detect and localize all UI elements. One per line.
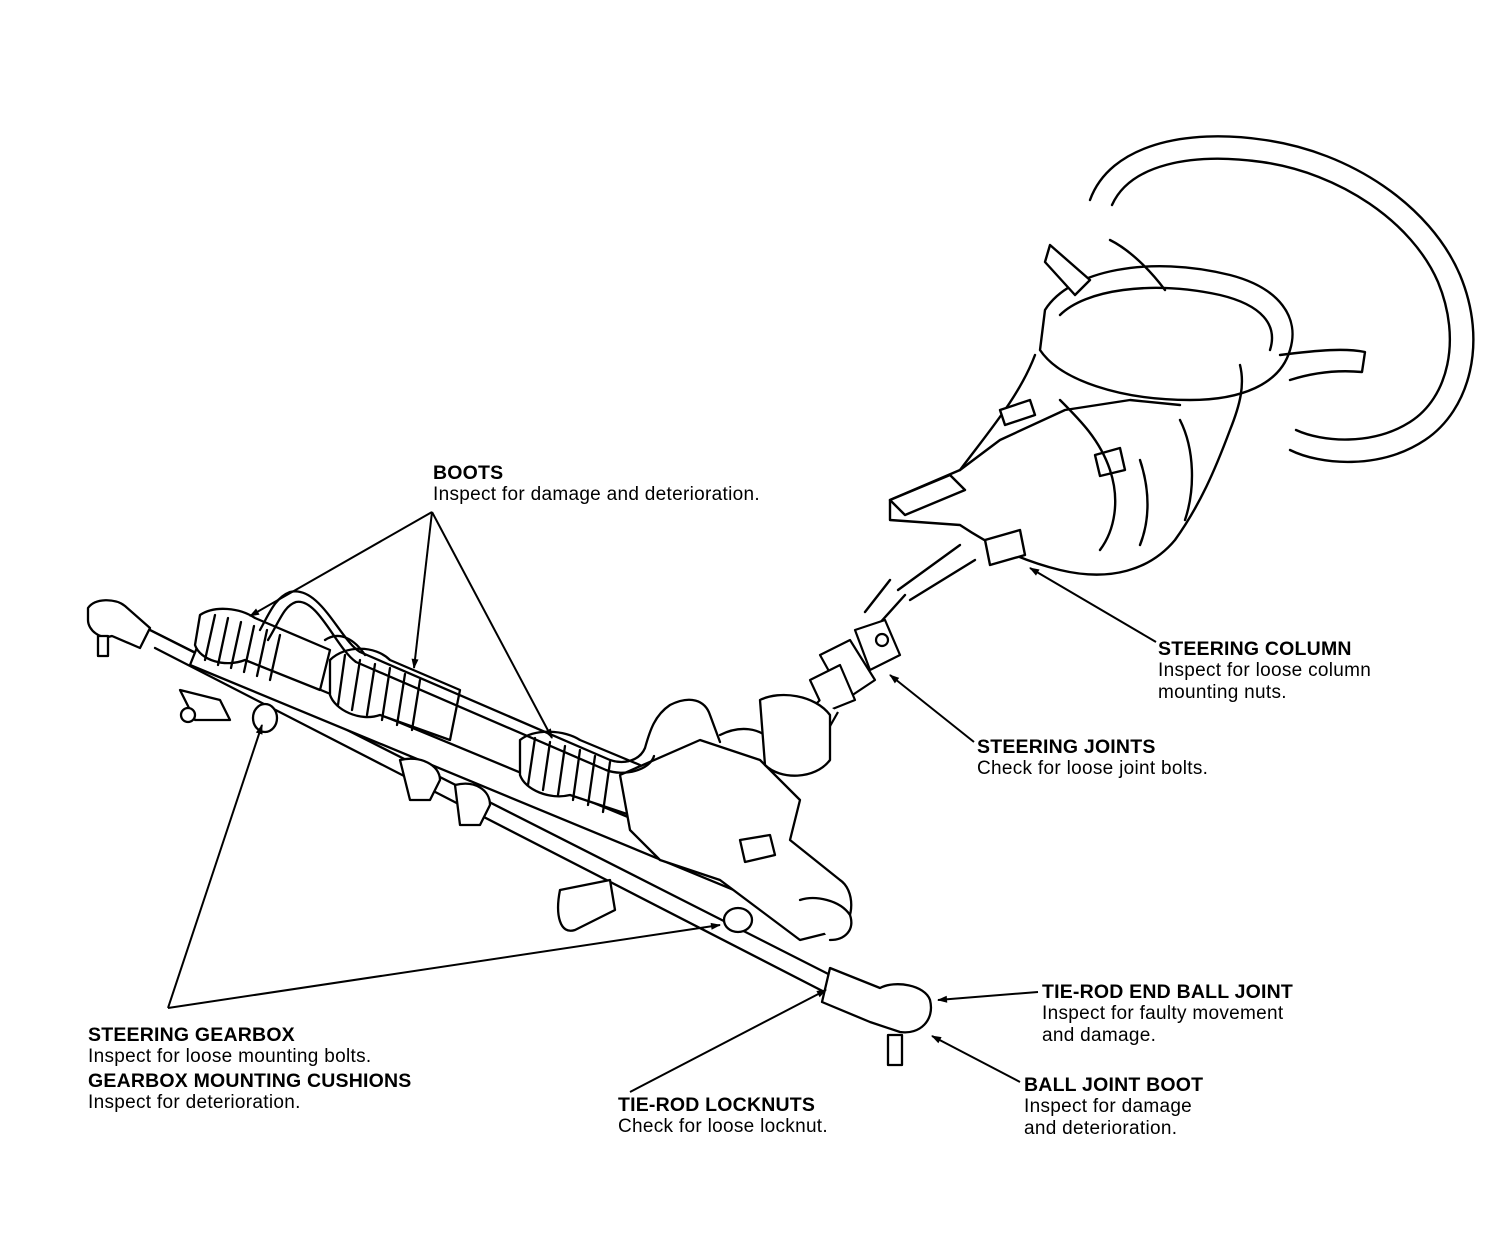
ball-joint-boot-callout: BALL JOINT BOOT Inspect for damage and d… (1024, 1074, 1203, 1140)
ball-joint-boot-desc-1: Inspect for damage (1024, 1096, 1193, 1117)
tie-rod-end-ball-joint-desc-1: Inspect for faulty movement (1042, 1003, 1284, 1024)
tie-rod-end-ball-joint-title: TIE-ROD END BALL JOINT (1042, 981, 1294, 1003)
gearbox-mounting-cushions-desc: Inspect for deterioration. (88, 1092, 301, 1113)
steering-joints-title: STEERING JOINTS (977, 736, 1156, 758)
ball-joint-boot-desc-2: and deterioration. (1024, 1118, 1178, 1139)
steering-gearbox-callout: STEERING GEARBOX Inspect for loose mount… (88, 1024, 371, 1068)
steering-wheel-drawing (863, 135, 1475, 627)
steering-rack-drawing (86, 590, 933, 1067)
gearbox-mounting-cushions-title: GEARBOX MOUNTING CUSHIONS (88, 1070, 412, 1092)
steering-column-desc-1: Inspect for loose column (1158, 660, 1372, 681)
leader-lines (167, 511, 1157, 1093)
boots-title: BOOTS (433, 462, 504, 484)
tie-rod-locknuts-title: TIE-ROD LOCKNUTS (618, 1094, 816, 1116)
steering-gearbox-desc: Inspect for loose mounting bolts. (88, 1046, 372, 1067)
steering-column-desc-2: mounting nuts. (1158, 682, 1287, 703)
tie-rod-locknuts-desc: Check for loose locknut. (618, 1116, 828, 1137)
tie-rod-end-ball-joint-callout: TIE-ROD END BALL JOINT Inspect for fault… (1042, 981, 1293, 1047)
tie-rod-locknuts-callout: TIE-ROD LOCKNUTS Check for loose locknut… (618, 1094, 828, 1138)
steering-joints-callout: STEERING JOINTS Check for loose joint bo… (977, 736, 1208, 780)
steering-column-title: STEERING COLUMN (1158, 638, 1352, 660)
ball-joint-boot-title: BALL JOINT BOOT (1024, 1074, 1204, 1096)
steering-column-callout: STEERING COLUMN Inspect for loose column… (1158, 638, 1371, 704)
gearbox-mounting-cushions-callout: GEARBOX MOUNTING CUSHIONS Inspect for de… (88, 1070, 412, 1114)
steering-joints-desc: Check for loose joint bolts. (977, 758, 1209, 779)
boots-callout: BOOTS Inspect for damage and deteriorati… (433, 462, 760, 506)
steering-gearbox-title: STEERING GEARBOX (88, 1024, 295, 1046)
tie-rod-end-ball-joint-desc-2: and damage. (1042, 1025, 1157, 1046)
boots-desc: Inspect for damage and deterioration. (433, 484, 760, 505)
